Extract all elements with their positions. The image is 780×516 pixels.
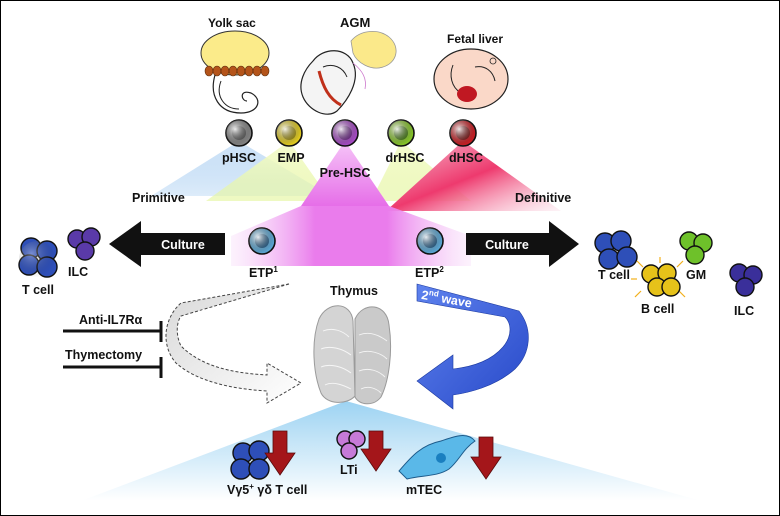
vg5-down-arrow [264,430,296,476]
definitive-label: Definitive [515,191,571,205]
mtec-cell [398,435,476,480]
right-culture-label: Culture [485,238,529,252]
site-labels: Yolk sac AGM Fetal liver [208,15,503,46]
phsc-cell [225,119,253,147]
vg5-t-cell-cluster [230,440,270,480]
right-t-cell-label: T cell [598,268,630,282]
etp2-cell [416,227,444,255]
lti-cluster [336,430,366,460]
right-ilc-label: ILC [734,304,754,318]
drhsc-label: drHSC [386,151,425,165]
right-b-cell-cluster [631,257,686,298]
left-t-cell-label: T cell [22,283,54,297]
fetal-liver-label: Fetal liver [447,32,503,46]
first-wave-arrow: 1st wave [165,283,302,404]
thymectomy-label: Thymectomy [65,348,142,362]
yolk-sac-illustration [200,30,270,114]
right-t-cell-cluster [594,230,638,270]
primitive-label: Primitive [132,191,185,205]
pre-hsc-band [231,206,471,266]
right-gm-cluster [679,231,713,265]
pre-hsc-label: Pre-HSC [320,166,371,180]
dhsc-cell [449,119,477,147]
left-culture-arrow: Culture [109,221,225,267]
emp-label: EMP [277,151,304,165]
etp1-cell [248,227,276,255]
vg5-label: Vγ5+ γδ T cell [227,482,307,497]
left-t-cell-cluster [18,237,58,278]
right-culture-arrow: Culture [466,221,579,267]
fetal-liver-illustration [433,48,509,110]
left-ilc-cluster [67,227,101,261]
anti-il7ra-label: Anti-IL7Rα [79,313,143,327]
right-b-cell-label: B cell [641,302,674,316]
progenitor-cells [225,119,477,147]
mtec-down-arrow [470,436,502,480]
lti-down-arrow [360,430,392,472]
emp-cell [275,119,303,147]
yolk-sac-label: Yolk sac [208,16,256,30]
agm-illustration [300,31,397,115]
definitive-wedge [386,141,561,211]
thymectomy-inhibitor: Thymectomy [63,348,163,378]
right-gm-label: GM [686,268,706,282]
etp2-label: ETP2 [415,265,444,280]
left-ilc-label: ILC [68,265,88,279]
dhsc-label: dHSC [449,151,483,165]
thymus-cone [81,401,701,501]
thymus-label: Thymus [330,284,378,298]
progenitor-labels: pHSC EMP Pre-HSC drHSC dHSC Primitive De… [132,151,571,205]
etp1-label: ETP1 [249,265,278,280]
lineage-wedges [151,141,561,266]
pre-hsc-wedge [301,141,389,206]
anti-il7ra-inhibitor: Anti-IL7Rα [63,313,163,342]
phsc-label: pHSC [222,151,256,165]
second-wave-arrow: 2nd wave [416,283,529,410]
second-wave-label: 2nd wave [420,287,473,311]
thymus-organ [313,305,392,405]
emp-wedge [206,141,331,201]
right-ilc-cluster [729,263,763,297]
left-culture-label: Culture [161,238,205,252]
lti-label: LTi [340,463,358,477]
drhsc-cell [387,119,415,147]
mtec-label: mTEC [406,483,442,497]
agm-label: AGM [340,15,370,30]
pre-hsc-cell [331,119,359,147]
